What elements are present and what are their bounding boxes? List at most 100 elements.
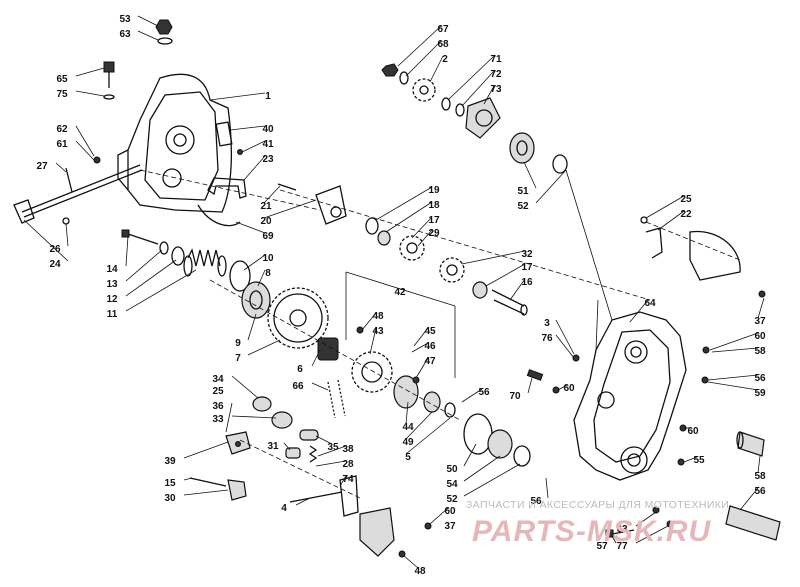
callout-c56c: 56 xyxy=(754,486,766,497)
bolt-70 xyxy=(526,369,544,381)
bearing-50-54 xyxy=(463,413,531,467)
callout-c75: 75 xyxy=(56,89,68,100)
cable-69 xyxy=(197,204,241,227)
callout-c4: 4 xyxy=(281,503,287,514)
linkage-74-4 xyxy=(289,475,432,558)
callout-c70: 70 xyxy=(509,391,521,402)
callout-c26: 26 xyxy=(49,244,61,255)
callout-c73: 73 xyxy=(490,84,502,95)
callout-c31: 31 xyxy=(267,441,279,452)
callout-c48b: 48 xyxy=(414,566,426,577)
callout-c60b: 60 xyxy=(563,383,575,394)
vent-plug xyxy=(103,61,115,100)
tensioner-block-39 xyxy=(225,431,251,455)
callout-c49: 49 xyxy=(402,437,414,448)
callout-c60a: 60 xyxy=(754,331,766,342)
callout-c60d: 60 xyxy=(687,426,699,437)
callout-c36: 36 xyxy=(212,401,224,412)
callout-c22: 22 xyxy=(680,209,692,220)
callout-c32: 32 xyxy=(521,249,533,260)
callout-c47: 47 xyxy=(424,356,436,367)
callout-c41: 41 xyxy=(262,139,274,150)
callout-c2: 2 xyxy=(442,54,448,65)
callout-c37b: 37 xyxy=(444,521,456,532)
callout-c34: 34 xyxy=(212,374,224,385)
callout-c50: 50 xyxy=(446,464,458,475)
callout-c60c: 60 xyxy=(444,506,456,517)
callout-c18: 18 xyxy=(428,200,440,211)
callout-c14: 14 xyxy=(106,264,118,275)
spring-11 xyxy=(183,248,227,277)
callout-c38: 38 xyxy=(342,444,354,455)
callout-c7: 7 xyxy=(235,353,241,364)
sprocket-2 xyxy=(412,78,436,102)
shaft-extension xyxy=(725,505,781,541)
lever-20-21 xyxy=(277,183,347,225)
callout-c1: 1 xyxy=(265,91,271,102)
callout-c64: 64 xyxy=(644,298,656,309)
callout-c44: 44 xyxy=(402,422,414,433)
callout-c56d: 56 xyxy=(530,496,542,507)
dashed-centerlines xyxy=(139,169,651,499)
callout-c71: 71 xyxy=(490,54,502,65)
callout-c53: 53 xyxy=(119,14,131,25)
callout-c23: 23 xyxy=(262,154,274,165)
callout-c55: 55 xyxy=(693,455,705,466)
hub-assembly-44-49 xyxy=(356,326,456,418)
rollers-34-33 xyxy=(252,396,319,441)
callout-c62: 62 xyxy=(56,124,68,135)
callout-c48a: 48 xyxy=(372,311,384,322)
callout-c28: 28 xyxy=(342,459,354,470)
callout-c24: 24 xyxy=(49,259,61,270)
seal-plug-58 xyxy=(736,431,765,457)
callout-c37a: 37 xyxy=(754,316,766,327)
callout-c63a: 63 xyxy=(119,29,131,40)
callout-c35: 35 xyxy=(327,442,339,453)
bolt-14 xyxy=(121,229,159,245)
callout-c29: 29 xyxy=(428,228,440,239)
sprocket-43 xyxy=(351,351,393,393)
washers-71-72 xyxy=(441,97,465,117)
callout-c17a: 17 xyxy=(428,215,440,226)
callout-c25b: 25 xyxy=(680,194,692,205)
callout-c61: 61 xyxy=(56,139,68,150)
callout-c56a: 56 xyxy=(478,387,490,398)
callout-c54: 54 xyxy=(446,479,458,490)
clip-23 xyxy=(207,177,247,199)
callout-c30: 30 xyxy=(164,493,176,504)
callout-c5: 5 xyxy=(405,452,411,463)
callout-c19: 19 xyxy=(428,185,440,196)
watermark-tagline: ЗАПЧАСТИ И АКСЕССУАРЫ ДЛЯ МОТОТЕХНИКИ xyxy=(466,499,729,511)
sprocket-17 xyxy=(399,235,425,261)
callout-c6: 6 xyxy=(297,364,303,375)
spacers-19-18 xyxy=(365,217,391,246)
bracket-42 xyxy=(345,271,456,378)
spacer-17b xyxy=(472,281,488,299)
callout-c13: 13 xyxy=(106,279,118,290)
watermark-logo: PARTS-MSK.RU xyxy=(472,515,712,548)
callout-c59: 59 xyxy=(754,388,766,399)
top-nut xyxy=(155,19,173,45)
callout-c40: 40 xyxy=(262,124,274,135)
watermark: ЗАПЧАСТИ И АКСЕССУАРЫ ДЛЯ МОТОТЕХНИКИ PA… xyxy=(466,499,729,548)
callout-c12: 12 xyxy=(106,294,118,305)
callout-c17b: 17 xyxy=(521,262,533,273)
callout-c72: 72 xyxy=(490,69,502,80)
callout-c27: 27 xyxy=(36,161,48,172)
callout-c15: 15 xyxy=(164,478,176,489)
callout-c43: 43 xyxy=(372,326,384,337)
leader-lines xyxy=(23,15,765,569)
callout-c20: 20 xyxy=(260,216,272,227)
bearing-51 xyxy=(509,132,535,164)
bracket-40 xyxy=(215,121,233,147)
callout-c69: 69 xyxy=(262,231,274,242)
callout-c11: 11 xyxy=(107,309,118,320)
callout-c65: 65 xyxy=(56,74,68,85)
callout-c16: 16 xyxy=(521,277,533,288)
shift-shaft xyxy=(13,164,143,224)
callout-c63b: 63 xyxy=(616,524,628,535)
sprocket-7 xyxy=(267,287,329,349)
callout-c77: 77 xyxy=(616,541,628,552)
